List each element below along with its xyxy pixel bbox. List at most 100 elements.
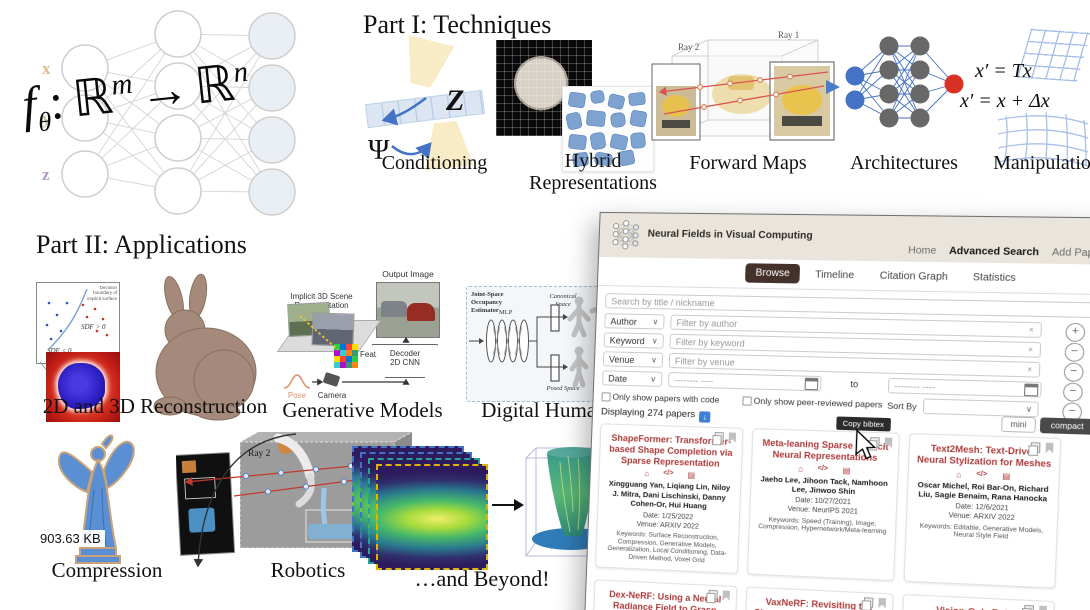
pdf-icon[interactable]: ▤ — [1002, 471, 1011, 481]
house-icon[interactable]: ⌂ — [956, 469, 962, 479]
date-field-select[interactable]: Date∨ — [602, 370, 663, 387]
output-image-label: Output Image — [382, 269, 434, 279]
author-field-select[interactable]: Author∨ — [604, 313, 665, 330]
clear-icon[interactable]: × — [1027, 344, 1034, 355]
clear-icon[interactable]: × — [1027, 364, 1033, 375]
bookmark-icon[interactable] — [878, 598, 886, 609]
view-compact-button[interactable]: compact — [1039, 417, 1090, 435]
add-filter-button[interactable]: + — [1065, 322, 1086, 343]
generative-label: Generative Models — [282, 398, 443, 422]
svg-text:x: x — [42, 59, 51, 78]
beyond-label: …and Beyond! — [414, 566, 550, 591]
conditioning-label: Conditioning — [381, 152, 488, 174]
code-icon[interactable]: </> — [976, 470, 988, 478]
copy-icon[interactable] — [714, 432, 724, 443]
deform-equation: x′ = x + Δx — [960, 90, 1050, 112]
occupancy-estimator-label: Joint-Space Occupancy Estimator — [471, 291, 504, 314]
keyword-field-select[interactable]: Keyword∨ — [603, 332, 664, 349]
part1-title: Part I: Techniques — [363, 10, 552, 39]
transform-equation: x′ = Tx — [975, 60, 1032, 82]
sdf-blob — [57, 362, 106, 409]
svg-text:Ray 2: Ray 2 — [248, 449, 271, 459]
pdf-icon[interactable]: ▤ — [687, 470, 696, 481]
svg-text:Ray 1: Ray 1 — [778, 30, 799, 40]
venue-field-select[interactable]: Venue∨ — [602, 351, 664, 368]
copy-icon[interactable] — [863, 597, 874, 608]
remove-filter-button[interactable]: − — [1063, 362, 1084, 382]
house-icon[interactable]: ⌂ — [644, 469, 650, 479]
bookmark-icon[interactable] — [1039, 606, 1047, 610]
code-icon[interactable]: </> — [663, 470, 674, 478]
date-from-input[interactable] — [667, 372, 822, 392]
feature-image-thumb — [334, 344, 358, 368]
chevron-down-icon: ∨ — [650, 374, 657, 384]
results-count: Displaying 274 papers↓ — [601, 406, 711, 423]
download-icon[interactable]: ↓ — [698, 411, 711, 423]
remove-filter-button[interactable]: − — [1064, 342, 1085, 362]
nav-add-paper[interactable]: Add Paper — [1051, 247, 1090, 260]
neural-network-hero: x y z — [42, 10, 296, 216]
robotics-label: Robotics — [270, 558, 346, 582]
remove-filter-button[interactable]: − — [1062, 382, 1084, 402]
output-image-thumb — [376, 282, 440, 338]
psi-symbol: Ψ — [368, 134, 390, 166]
calendar-icon[interactable] — [1023, 383, 1039, 397]
bookmark-icon[interactable] — [885, 438, 893, 449]
sdf-inset-diagram: Decision boundary of implicit surface SD… — [36, 282, 120, 364]
chevron-down-icon: ∨ — [650, 355, 658, 365]
calendar-icon[interactable] — [804, 377, 819, 391]
part2-title: Part II: Applications — [36, 230, 247, 259]
paper-authors: Jaeho Lee, Jihoon Tack, Namhoon Lee, Jin… — [760, 473, 889, 497]
house-icon[interactable]: ⌂ — [797, 463, 804, 474]
decoder-label-1: Decoder — [389, 349, 421, 358]
posed-space-label: Posed Space — [546, 385, 580, 392]
paper-card[interactable]: Vision-Only Robot Navigation in a Neural… — [898, 593, 1055, 610]
recon-label: 2D and 3D Reconstruction — [42, 394, 268, 418]
svg-text:y: y — [42, 109, 51, 128]
site-brand: Neural Fields in Visual Computing — [647, 228, 813, 242]
hybrid-label: Hybrid Representations — [529, 150, 657, 194]
tab-timeline[interactable]: Timeline — [814, 269, 855, 282]
paper-card[interactable]: Dex-NeRF: Using a Neural Radiance Field … — [590, 579, 738, 610]
tab-statistics[interactable]: Statistics — [972, 271, 1016, 285]
chevron-down-icon: ∨ — [652, 317, 659, 327]
svg-text:Ray 2: Ray 2 — [678, 42, 699, 52]
svg-text:z: z — [42, 165, 50, 184]
tab-browse[interactable]: Browse — [744, 263, 801, 284]
date-to-label: to — [850, 378, 859, 390]
bookmark-icon[interactable] — [1046, 443, 1054, 454]
code-icon[interactable]: </> — [817, 464, 829, 473]
peer-checkbox-label: Only show peer-reviewed papers — [753, 395, 883, 410]
copy-icon[interactable] — [708, 589, 718, 601]
nav-advanced-search[interactable]: Advanced Search — [948, 245, 1040, 259]
date-to-input[interactable] — [887, 377, 1042, 398]
canonical-space-label: Canonical Space — [549, 293, 577, 308]
latent-z-symbol: Z — [446, 84, 465, 117]
clear-icon[interactable]: × — [1028, 325, 1034, 335]
mlp-label: MLP — [499, 309, 513, 316]
mosaic-pieces — [565, 90, 647, 167]
curved-grid-graphic — [997, 111, 1089, 167]
conditioning-arrows — [381, 96, 432, 160]
pdf-icon[interactable]: ▤ — [842, 465, 851, 475]
paper-card[interactable]: VaxNeRF: Revisiting the Classic for Voxe… — [742, 586, 894, 610]
mouse-cursor — [854, 429, 880, 461]
copy-icon[interactable] — [1023, 604, 1035, 610]
beyond-arrow — [492, 499, 524, 511]
bookmark-icon[interactable] — [722, 590, 730, 600]
architectures-label: Architectures — [850, 152, 958, 174]
paper-card[interactable]: ShapeFormer: Transformer-based Shape Com… — [595, 423, 744, 574]
peer-checkbox[interactable] — [742, 396, 752, 406]
car-red — [407, 303, 435, 321]
sort-by-select[interactable]: ∨ — [922, 398, 1039, 418]
nav-home[interactable]: Home — [907, 245, 937, 257]
bookmark-icon[interactable] — [729, 432, 737, 442]
paper-card[interactable]: Text2Mesh: Text-Driven Neural Stylizatio… — [903, 433, 1062, 589]
tab-citation-graph[interactable]: Citation Graph — [879, 270, 949, 283]
code-checkbox[interactable] — [601, 392, 611, 402]
forward-maps-graphic: Ray 2 Ray 1 — [651, 30, 840, 141]
copy-icon[interactable] — [1030, 442, 1041, 453]
view-mini-button[interactable]: mini — [1001, 416, 1037, 433]
statue-graphic — [57, 434, 135, 564]
